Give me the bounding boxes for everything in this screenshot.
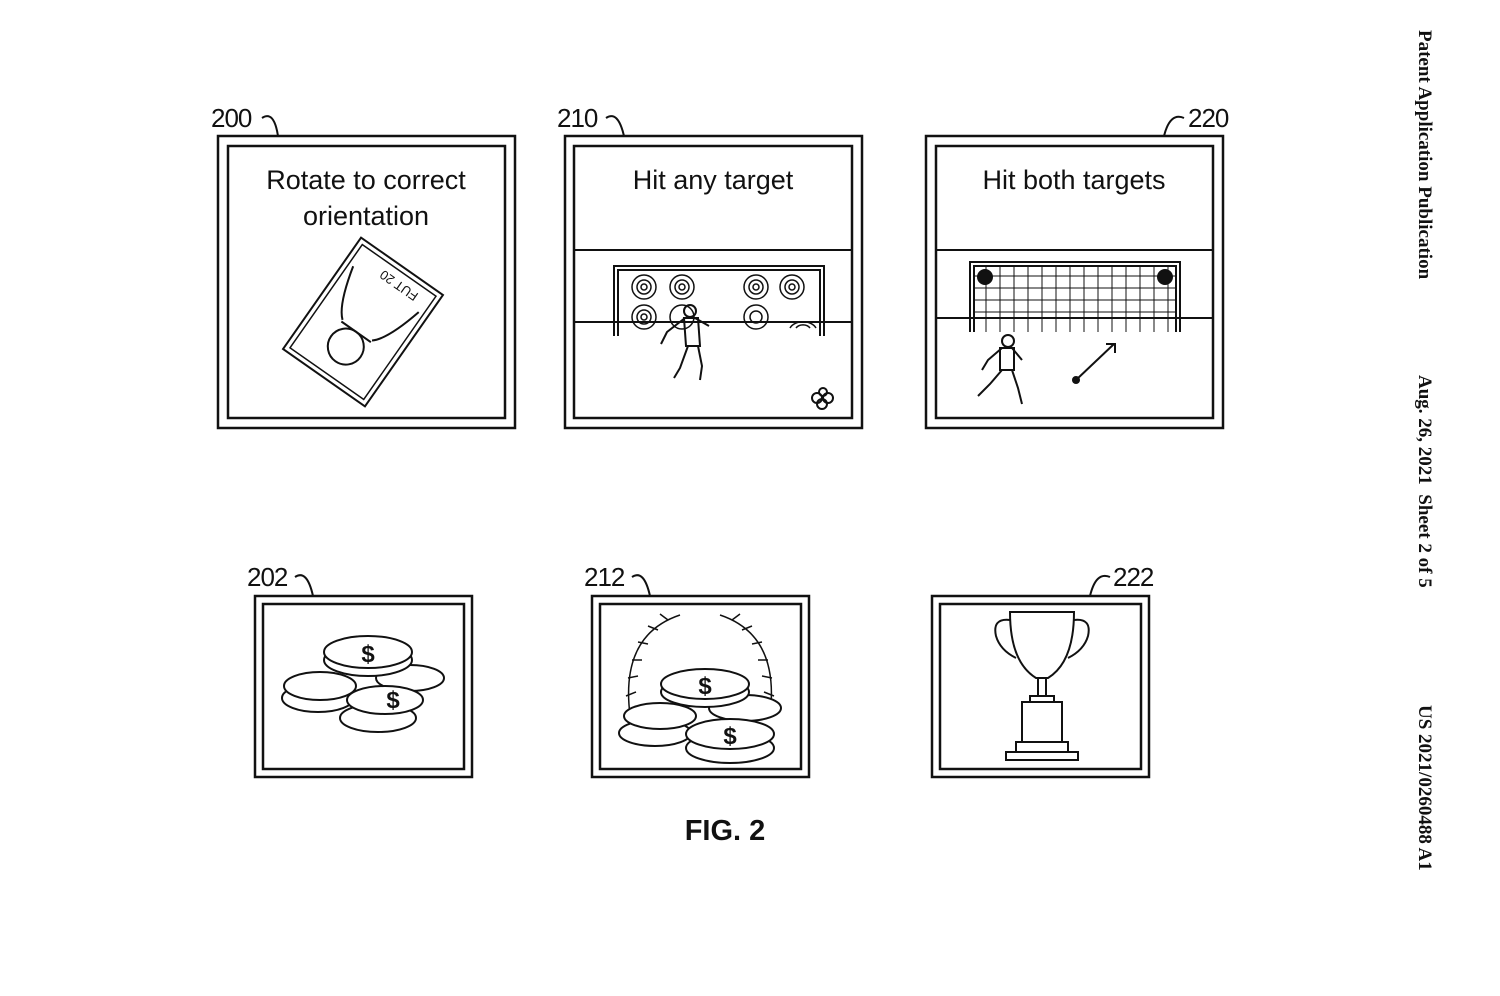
caption: Hit any target [633, 165, 794, 195]
soccer-player-icon [977, 334, 1023, 405]
dollar-sign: $ [386, 687, 400, 714]
player-card-icon: FUT 20 [281, 236, 445, 408]
coin-stack-icon: $ $ [281, 635, 445, 733]
date-sheet: Aug. 26, 2021 Sheet 2 of 5 [1414, 375, 1435, 588]
card-text: FUT 20 [377, 267, 421, 304]
leader-line [1163, 115, 1185, 137]
outer-frame [216, 134, 517, 430]
outer-frame [590, 594, 811, 779]
patent-header: Patent Application Publication Aug. 26, … [1405, 30, 1435, 930]
panel-202: 202 $ $ [247, 562, 474, 779]
ref-222: 222 [1113, 562, 1154, 592]
ref-212: 212 [584, 562, 625, 592]
outer-frame [930, 594, 1151, 779]
panel-200: 200 Rotate to correct orientation FUT 20 [211, 103, 517, 430]
figure-label: FIG. 2 [685, 815, 766, 847]
dollar-sign: $ [698, 673, 712, 700]
ref-210: 210 [557, 103, 598, 133]
leader-line [631, 574, 651, 597]
panel-222: 222 [930, 562, 1155, 779]
leader-line [294, 574, 314, 597]
screen-frame [938, 602, 1143, 771]
goal-with-targets-icon [574, 265, 852, 336]
panel-212: 212 $ $ [584, 562, 811, 779]
ref-202: 202 [247, 562, 288, 592]
outer-frame [253, 594, 474, 779]
caption-line2: orientation [303, 201, 429, 231]
screen-frame [261, 602, 466, 771]
coin-stack-icon: $ $ [618, 668, 782, 764]
ref-200: 200 [211, 103, 252, 133]
dollar-sign: $ [723, 723, 737, 750]
screen-frame [572, 144, 854, 420]
screen-frame [226, 144, 507, 420]
goal-net-icon [936, 261, 1213, 332]
publication-type: Patent Application Publication [1414, 30, 1435, 280]
leader-line [605, 115, 625, 137]
outer-frame [563, 134, 864, 430]
caption: Hit both targets [982, 165, 1165, 195]
panel-220: 220 Hit both targets [924, 103, 1230, 430]
balls-icon [811, 387, 834, 410]
dollar-sign: $ [361, 641, 375, 668]
leader-line [1089, 574, 1111, 597]
trophy-icon [994, 611, 1090, 761]
ref-220: 220 [1188, 103, 1229, 133]
leader-line [261, 115, 279, 137]
soccer-player-icon [660, 304, 710, 381]
screen-frame [598, 602, 803, 771]
arrow-icon [1072, 343, 1116, 384]
publication-number: US 2021/0260488 A1 [1414, 705, 1435, 871]
screen-frame [934, 144, 1215, 420]
outer-frame [924, 134, 1225, 430]
caption-line1: Rotate to correct [266, 165, 466, 195]
panel-210: 210 Hit any target [557, 103, 864, 430]
